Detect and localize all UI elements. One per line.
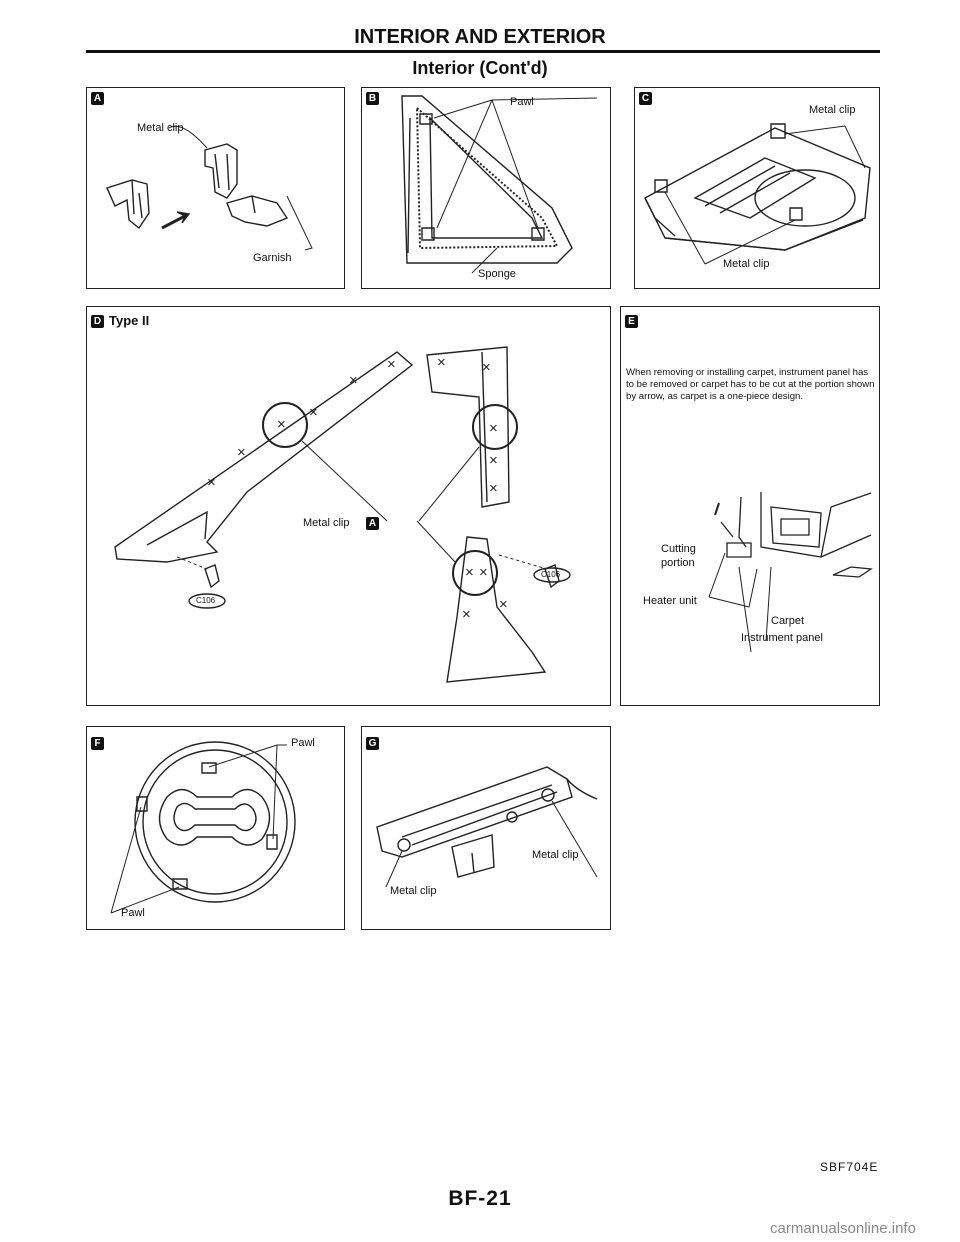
heater-unit-label: Heater unit [643, 595, 697, 607]
svg-text:×: × [499, 596, 508, 613]
pillar-garnish-illustration: × × × × × × × × × × × × × × × [87, 307, 612, 707]
panel-d-badge: D [91, 315, 104, 328]
svg-text:×: × [489, 452, 498, 469]
sponge-label: Sponge [478, 268, 516, 280]
panel-a: A Metal clip Garnish [86, 87, 345, 289]
assist-grip-illustration [362, 727, 612, 931]
svg-text:×: × [479, 564, 488, 581]
svg-text:×: × [207, 474, 216, 491]
pawl-bottom-label: Pawl [121, 907, 145, 919]
panel-g-badge: G [366, 737, 379, 750]
clip-code-left: C106 [196, 596, 216, 605]
instrument-panel-label: Instrument panel [741, 632, 823, 644]
svg-text:×: × [237, 444, 246, 461]
header-rule [86, 50, 880, 53]
cover-illustration [87, 727, 346, 931]
svg-text:×: × [277, 416, 286, 433]
garnish-label: Garnish [253, 252, 292, 264]
metal-clip-label: Metal clip [137, 122, 184, 134]
watermark: carmanualsonline.info [770, 1220, 916, 1237]
page-number: BF-21 [448, 1187, 512, 1210]
metal-clip-bottom-label: Metal clip [723, 258, 770, 270]
panel-e: E When removing or installing carpet, in… [620, 306, 880, 706]
cutting-label: Cutting [661, 543, 696, 555]
svg-text:×: × [309, 404, 318, 421]
console-tray-illustration [635, 88, 881, 290]
type-label: Type II [109, 313, 150, 328]
panel-f: F Pawl Pawl [86, 726, 345, 930]
panel-g: G Metal clip Metal clip [361, 726, 611, 930]
carpet-cutting-illustration [621, 307, 881, 707]
carpet-label: Carpet [771, 615, 805, 627]
panel-c: C Metal clip Metal clip [634, 87, 880, 289]
pawl-label: Pawl [510, 96, 534, 108]
metal-clip-label: Metal clip [303, 517, 350, 529]
svg-text:×: × [489, 480, 498, 497]
clip-garnish-illustration [87, 88, 346, 290]
svg-text:×: × [489, 420, 498, 437]
carpet-note: When removing or installing carpet, inst… [626, 367, 875, 402]
metal-clip-bottom-label: Metal clip [390, 885, 437, 897]
panel-b: B Pawl Sponge [361, 87, 611, 289]
svg-text:×: × [462, 606, 471, 623]
section-title: INTERIOR AND EXTERIOR [354, 26, 606, 48]
portion-label: portion [661, 557, 695, 569]
svg-text:×: × [387, 356, 396, 373]
metal-clip-ref-badge: A [366, 517, 379, 530]
panel-e-badge: E [625, 315, 638, 328]
metal-clip-top-label: Metal clip [809, 104, 856, 116]
clip-code-right: C106 [541, 570, 561, 579]
svg-text:×: × [465, 564, 474, 581]
panel-b-badge: B [366, 92, 379, 105]
panel-f-badge: F [91, 737, 104, 750]
pawl-top-label: Pawl [291, 737, 315, 749]
panel-a-badge: A [91, 92, 104, 105]
panel-d: D Type II [86, 306, 611, 706]
svg-text:×: × [349, 372, 358, 389]
figure-code: SBF704E [820, 1160, 879, 1174]
quarter-trim-illustration [362, 88, 612, 290]
panel-c-badge: C [639, 92, 652, 105]
section-subtitle: Interior (Cont'd) [412, 58, 548, 78]
svg-text:×: × [482, 359, 491, 376]
metal-clip-right-label: Metal clip [532, 849, 579, 861]
svg-text:×: × [437, 354, 446, 371]
